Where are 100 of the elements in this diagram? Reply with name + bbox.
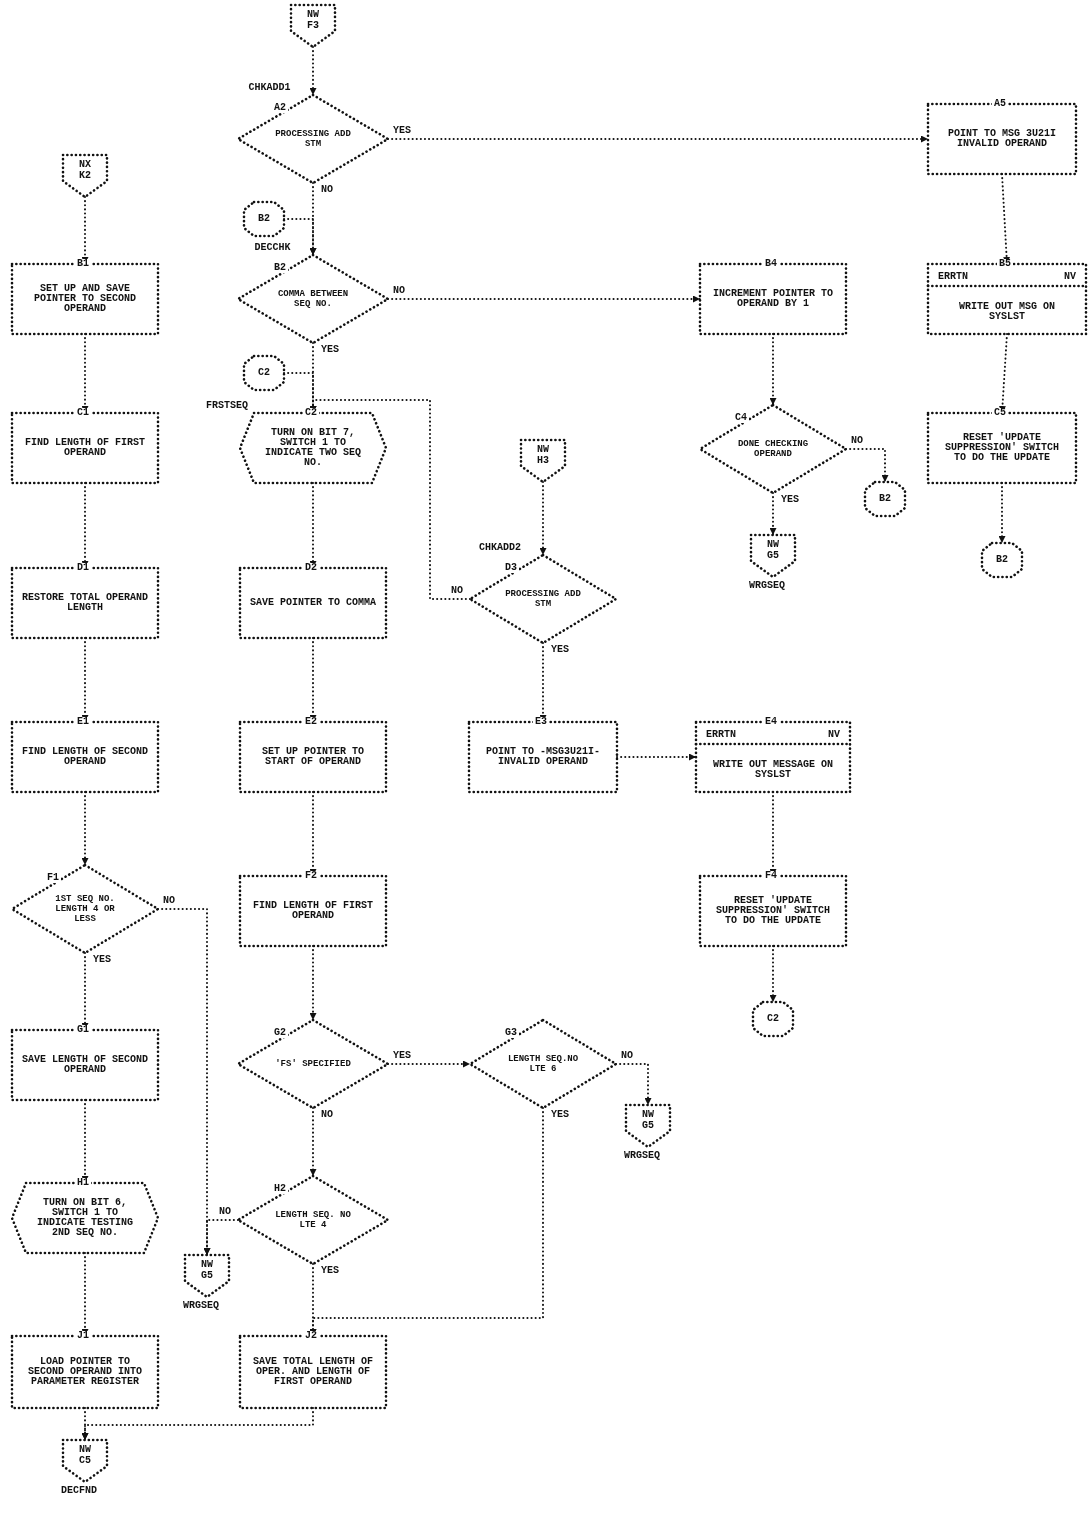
step-id: H2 bbox=[272, 1184, 288, 1194]
edge-label: YES bbox=[92, 955, 112, 965]
entry-label: CHKADD2 bbox=[479, 543, 522, 553]
step-id: C1 bbox=[75, 408, 91, 418]
connector-ref: B2 bbox=[879, 494, 891, 504]
edge-label: YES bbox=[550, 645, 570, 655]
connector-ref: H3 bbox=[536, 456, 550, 466]
offpage-connector bbox=[291, 5, 335, 47]
step-id: E1 bbox=[75, 717, 91, 727]
step-id: D1 bbox=[75, 563, 91, 573]
step-text: RESET 'UPDATE SUPPRESSION' SWITCH TO DO THE UPDATE bbox=[944, 433, 1060, 463]
entry-label: WRGSEQ bbox=[749, 581, 785, 591]
step-text: FIND LENGTH OF FIRST OPERAND bbox=[24, 438, 146, 458]
flow-arrow bbox=[769, 333, 777, 406]
step-id: E4 bbox=[763, 717, 779, 727]
flow-arrow bbox=[309, 1107, 317, 1177]
offpage-connector bbox=[521, 440, 565, 482]
step-text: SAVE TOTAL LENGTH OF OPER. AND LENGTH OF FIRST OPERAND bbox=[252, 1357, 374, 1387]
flow-arrow bbox=[387, 295, 701, 303]
step-id: C4 bbox=[732, 413, 749, 423]
connector-ref: C2 bbox=[258, 368, 270, 378]
flow-arrow bbox=[309, 945, 317, 1021]
edge-label: YES bbox=[392, 1051, 412, 1061]
step-text: LENGTH SEQ. NO LTE 4 bbox=[274, 1210, 352, 1230]
step-text: FIND LENGTH OF SECOND OPERAND bbox=[21, 747, 149, 767]
step-text: POINT TO -MSG3U21I- INVALID OPERAND bbox=[485, 747, 601, 767]
edge-label: NO bbox=[218, 1207, 232, 1217]
entry-label: CHKADD1 bbox=[248, 83, 291, 93]
connector-ref: G5 bbox=[766, 551, 780, 561]
step-text: DONE CHECKING OPERAND bbox=[736, 439, 810, 459]
step-text: 'FS' SPECIFIED bbox=[275, 1059, 351, 1069]
step-id: F1 bbox=[44, 873, 61, 883]
decision-diamond bbox=[700, 405, 846, 493]
decision-diamond bbox=[238, 1020, 388, 1108]
step-id: B1 bbox=[75, 259, 91, 269]
connector-ref: K2 bbox=[78, 171, 92, 181]
step-text: INCREMENT POINTER TO OPERAND BY 1 bbox=[712, 289, 834, 309]
step-id: G3 bbox=[502, 1028, 519, 1038]
entry-label: DECFND bbox=[61, 1486, 97, 1496]
entry-label: DECCHK bbox=[254, 243, 291, 253]
step-text: RESET 'UPDATE SUPPRESSION' SWITCH TO DO THE UPDATE bbox=[715, 896, 831, 926]
step-text: RESTORE TOTAL OPERAND LENGTH bbox=[21, 593, 149, 613]
step-id: F2 bbox=[303, 871, 319, 881]
step-text: 1ST SEQ NO. LENGTH 4 OR LESS bbox=[54, 894, 116, 924]
decision-diamond bbox=[238, 1176, 388, 1264]
step-id: G1 bbox=[75, 1025, 91, 1035]
entry-label: WRGSEQ bbox=[624, 1151, 660, 1161]
connector-ref: B2 bbox=[996, 555, 1008, 565]
decision-diamond bbox=[470, 1020, 616, 1108]
connector-ref: B2 bbox=[258, 214, 270, 224]
flow-arrow bbox=[845, 448, 889, 483]
step-id: B4 bbox=[763, 259, 779, 269]
step-text: LENGTH SEQ.NO LTE 6 bbox=[506, 1054, 580, 1074]
step-id: F4 bbox=[763, 871, 779, 881]
step-text: COMMA BETWEEN SEQ NO. bbox=[276, 289, 350, 309]
step-text: SAVE LENGTH OF SECOND OPERAND bbox=[21, 1055, 149, 1075]
step-text: POINT TO MSG 3U21I INVALID OPERAND bbox=[947, 129, 1057, 149]
connector-ref: NW bbox=[766, 540, 780, 550]
flow-arrow bbox=[615, 1063, 652, 1106]
step-text: LOAD POINTER TO SECOND OPERAND INTO PARAMETER REGISTER bbox=[27, 1357, 143, 1387]
step-id: C2 bbox=[303, 408, 319, 418]
flow-arrow bbox=[309, 399, 471, 600]
flow-arrow bbox=[81, 1407, 314, 1441]
step-text: SAVE POINTER TO COMMA bbox=[250, 598, 376, 608]
edge-label: YES bbox=[320, 345, 340, 355]
connector-ref: F3 bbox=[306, 21, 320, 31]
flow-arrow bbox=[387, 135, 929, 143]
entry-label: FRSTSEQ bbox=[206, 401, 248, 411]
step-text: TURN ON BIT 7, SWITCH 1 TO INDICATE TWO SEQ NO. bbox=[264, 428, 362, 468]
connector-ref: NX bbox=[78, 160, 92, 170]
edge-label: NO bbox=[320, 185, 334, 195]
step-text: FIND LENGTH OF FIRST OPERAND bbox=[252, 901, 374, 921]
edge-label: NO bbox=[392, 286, 406, 296]
flow-arrow bbox=[539, 481, 547, 556]
routine-name: ERRTN bbox=[938, 272, 968, 282]
step-id: D2 bbox=[303, 563, 319, 573]
flow-arrow bbox=[616, 753, 697, 761]
step-id: G2 bbox=[272, 1028, 288, 1038]
decision-diamond bbox=[12, 865, 158, 953]
connector-ref: NW bbox=[306, 10, 320, 20]
step-text: SET UP AND SAVE POINTER TO SECOND OPERAND bbox=[33, 284, 137, 314]
step-id: J2 bbox=[303, 1331, 319, 1341]
step-id: E2 bbox=[303, 717, 319, 727]
step-text: WRITE OUT MSG ON SYSLST bbox=[958, 302, 1056, 322]
step-text: TURN ON BIT 6, SWITCH 1 TO INDICATE TESTING 2ND SEQ NO. bbox=[36, 1198, 134, 1238]
step-id: J1 bbox=[75, 1331, 91, 1341]
connector-ref: NW bbox=[78, 1445, 92, 1455]
routine-name: ERRTN bbox=[706, 730, 736, 740]
flow-arrow bbox=[309, 46, 317, 96]
step-text: SET UP POINTER TO START OF OPERAND bbox=[261, 747, 365, 767]
flow-arrow bbox=[283, 218, 317, 256]
step-text: PROCESSING ADD STM bbox=[274, 129, 352, 149]
connector-ref: C2 bbox=[767, 1014, 779, 1024]
edge-label: NO bbox=[162, 896, 176, 906]
connector-ref: C5 bbox=[78, 1456, 92, 1466]
edge-label: YES bbox=[780, 495, 800, 505]
flow-arrow bbox=[769, 945, 777, 1003]
step-id: D3 bbox=[502, 563, 519, 573]
routine-name: NV bbox=[1064, 272, 1076, 282]
edge-label: YES bbox=[392, 126, 412, 136]
